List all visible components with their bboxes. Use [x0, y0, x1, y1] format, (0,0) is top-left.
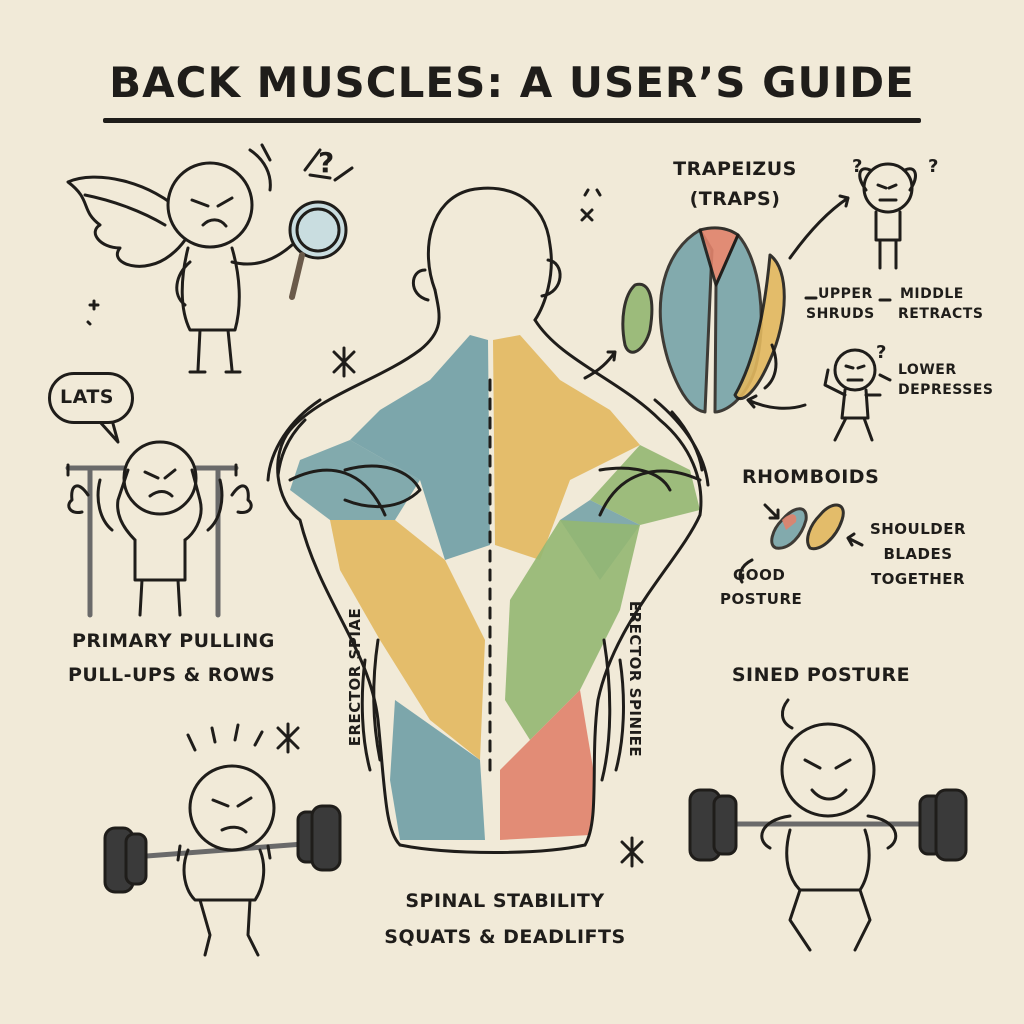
scapula-right: [598, 466, 672, 492]
rhomboid-left-accent: [782, 514, 797, 530]
dash: [878, 373, 892, 382]
blades-label: BLADES: [883, 545, 953, 563]
waist-bottom: [398, 843, 587, 854]
motion-line: [266, 398, 322, 482]
rhomboid-right: [806, 503, 845, 551]
ear-right: [540, 258, 562, 298]
retracts-label: RETRACTS: [898, 306, 984, 322]
back-outline-right: [533, 318, 703, 847]
erector-spinae-right-label: ERECTOR SPINIEE: [626, 600, 644, 758]
question-mark: ?: [318, 146, 334, 179]
sparkle-icon: [86, 188, 644, 868]
right-deltoid: [590, 445, 700, 525]
arrow-icon: [738, 558, 754, 584]
angel-figure: [66, 143, 354, 374]
right-lat: [505, 520, 640, 740]
lats-label: LATS: [60, 386, 114, 408]
spinal-stability-label: SPINAL STABILITY: [405, 890, 605, 912]
rhomboids-label: RHOMBOIDS: [742, 466, 880, 488]
squat-figure-right: [688, 698, 968, 952]
posture-label: POSTURE: [720, 590, 803, 608]
trapezius-detail: [583, 194, 892, 414]
motion-line: [670, 410, 704, 472]
angel-wings-icon: [66, 175, 187, 268]
head-outline: [427, 186, 553, 322]
middle-label: MIDDLE: [900, 286, 964, 302]
magnifying-glass-icon: [288, 200, 348, 300]
question-mark: ?: [852, 156, 862, 177]
motion-line: [360, 658, 372, 772]
back-outline-left: [276, 348, 422, 847]
trapezius-sub-label: (TRAPS): [689, 188, 781, 210]
lower-trap-figure: [823, 348, 882, 442]
back-figure: [266, 186, 710, 854]
left-trapezius: [350, 335, 490, 560]
motion-line: [276, 418, 307, 477]
upper-label: UPPER: [818, 286, 873, 302]
sined-posture-label: SINED POSTURE: [731, 664, 911, 686]
shoulder-label: SHOULDER: [869, 520, 967, 538]
squats-deadlifts-label: SQUATS & DEADLIFTS: [384, 926, 626, 948]
arrow-icon: [763, 343, 778, 390]
good-label: GOOD: [733, 566, 786, 584]
arrow-icon: [788, 194, 850, 260]
speech-bubble-tail: [98, 418, 120, 444]
right-trapezius: [493, 335, 640, 560]
arrow-icon: [746, 394, 807, 410]
right-glute: [500, 690, 595, 840]
primary-pulling-label: PRIMARY PULLING: [72, 630, 275, 652]
question-mark: ?: [928, 156, 938, 177]
shoulder-curve-right: [598, 469, 702, 517]
erector-spinae-left-label: ERECTOR SPIAE: [346, 607, 364, 747]
arrow-icon: [583, 350, 617, 380]
left-glute: [390, 700, 485, 840]
trapezius-label: TRAPEIZUS: [673, 158, 797, 180]
page-title: BACK MUSCLES: A USER’S GUIDE: [109, 58, 915, 107]
question-mark: ?: [876, 342, 886, 363]
trap-green: [621, 282, 654, 354]
arrow-icon: [763, 503, 780, 520]
squat-figure-left: [103, 723, 342, 957]
left-deltoid: [290, 440, 420, 520]
ear-left: [411, 268, 430, 302]
left-lat: [330, 520, 485, 760]
trap-yellow: [733, 253, 786, 401]
rhomboid-left: [770, 507, 808, 550]
scapula-left: [343, 464, 422, 509]
shruds-label: SHRUDS: [806, 306, 875, 322]
together-label: TOGETHER: [870, 570, 966, 588]
depresses-label: DEPRESSES: [898, 382, 994, 398]
motion-line: [614, 658, 625, 772]
motion-line: [600, 638, 612, 782]
pullup-figure: [65, 440, 253, 618]
lower-label: LOWER: [898, 362, 957, 378]
rhomboids-detail: [738, 503, 864, 584]
title-underline: [103, 118, 921, 123]
arrow-icon: [846, 532, 864, 547]
lats-speech-bubble: [48, 372, 134, 424]
neck-outline: [418, 288, 441, 352]
trap-left-lobe: [658, 228, 714, 414]
shoulder-curve-left: [288, 468, 387, 517]
shrug-figure: [858, 162, 917, 270]
pullups-rows-label: PULL-UPS & ROWS: [68, 664, 276, 686]
motion-line: [372, 638, 382, 762]
